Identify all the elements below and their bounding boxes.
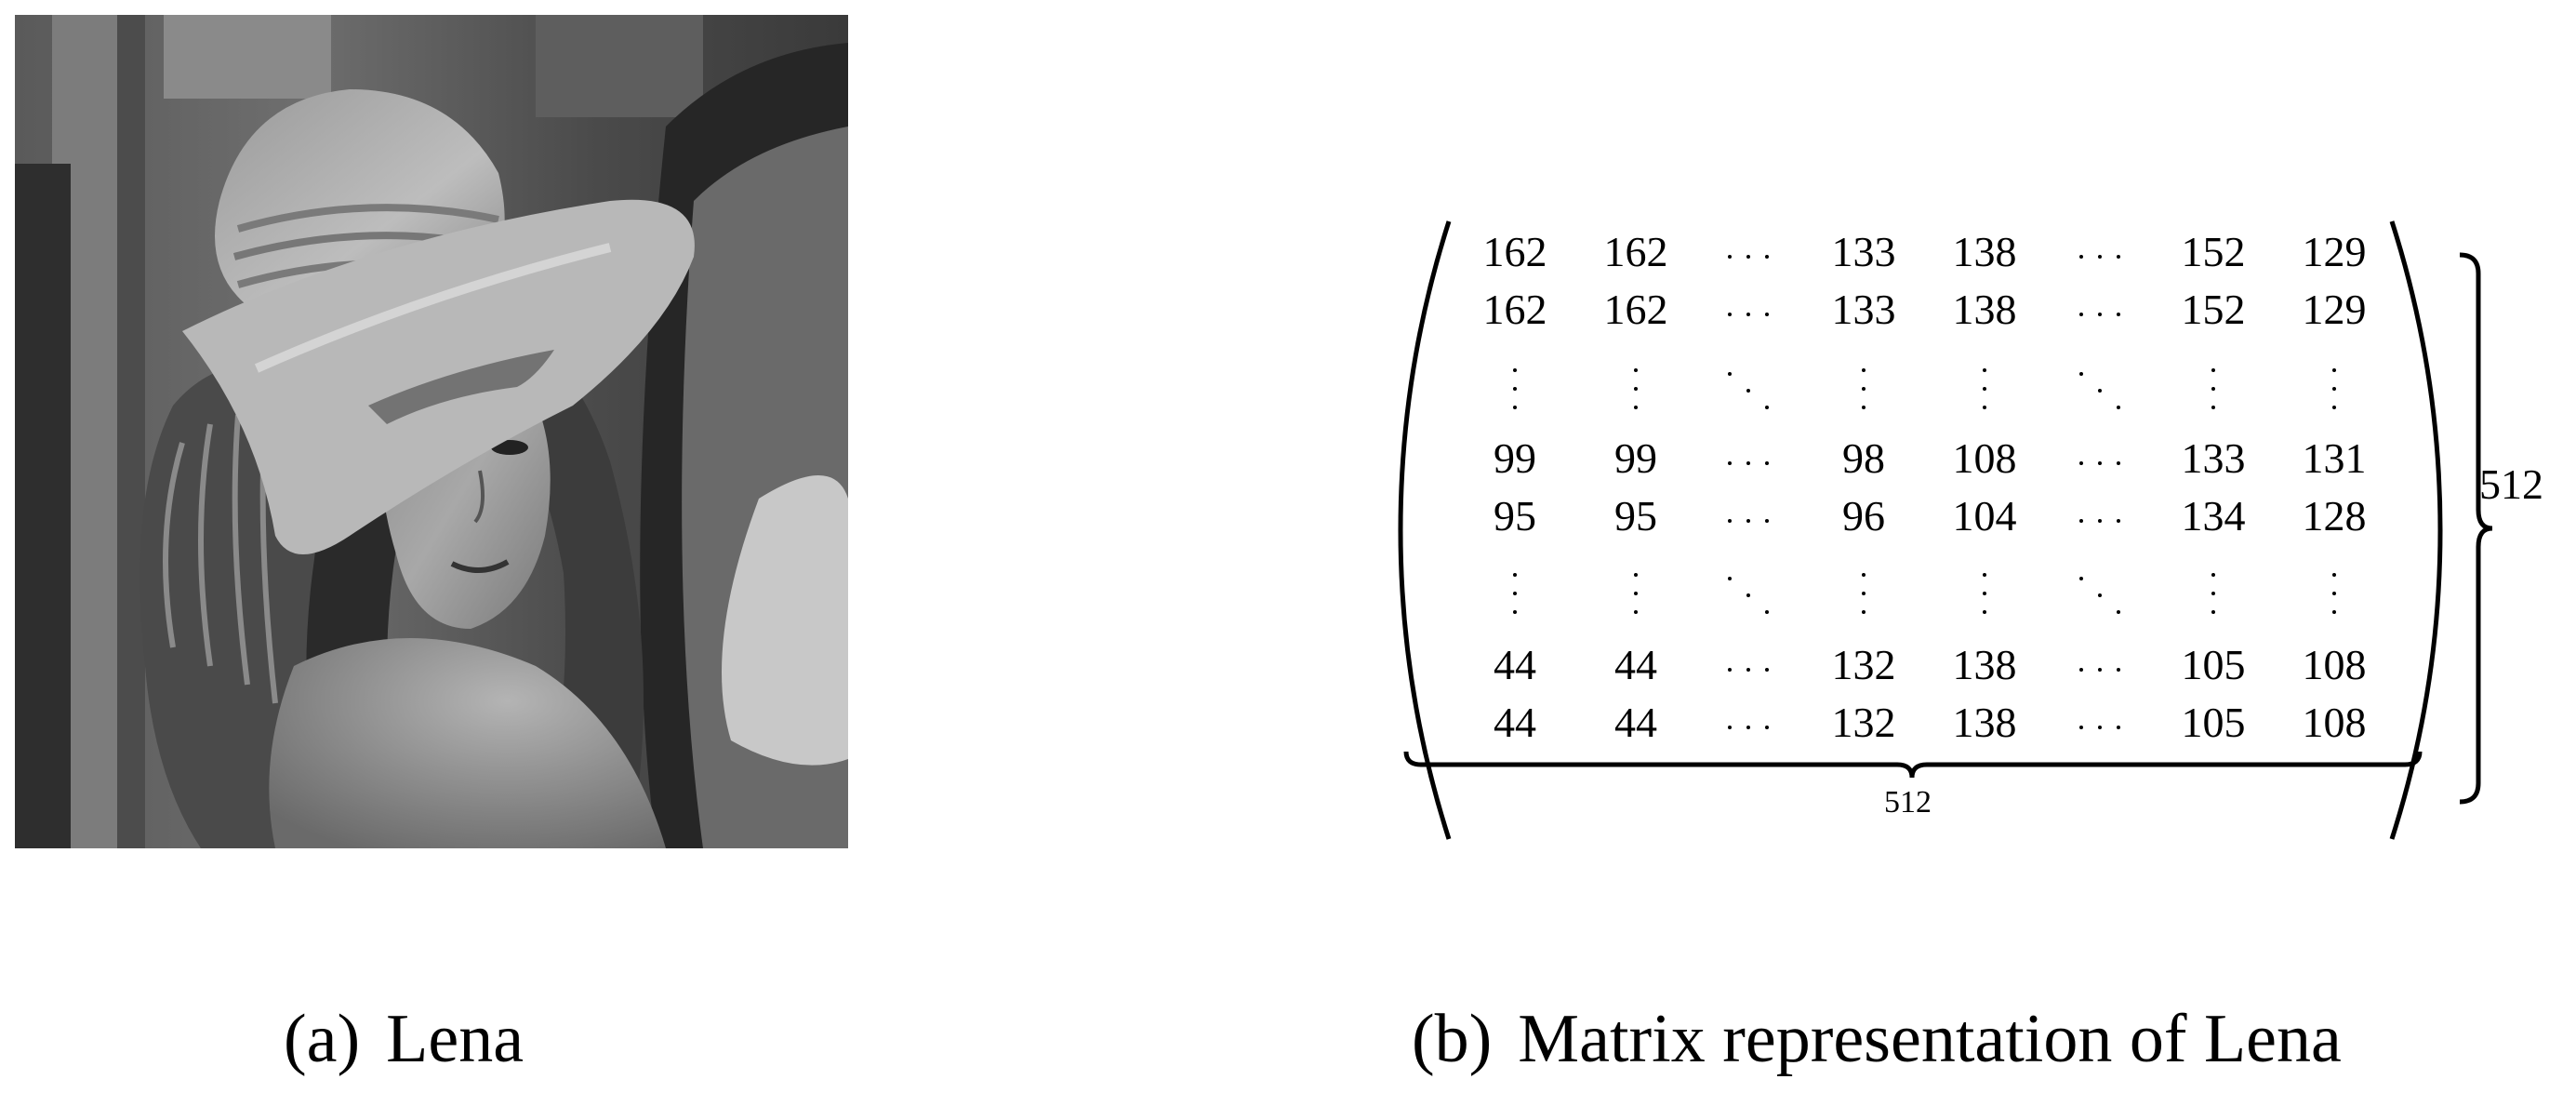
matrix-cell: 129 bbox=[2302, 286, 2367, 333]
row-brace bbox=[2459, 252, 2493, 805]
caption-b: (b)Matrix representation of Lena bbox=[1412, 1005, 2342, 1073]
matrix-cell: 138 bbox=[1952, 699, 2017, 746]
matrix-cell: 152 bbox=[2181, 228, 2246, 275]
caption-b-text: Matrix representation of Lena bbox=[1518, 1001, 2342, 1077]
matrix-vdots bbox=[1627, 569, 1645, 618]
matrix-hdots bbox=[2074, 519, 2126, 525]
matrix-cell: 104 bbox=[1952, 492, 2017, 540]
caption-a-text: Lena bbox=[386, 1001, 524, 1077]
matrix-cell: 133 bbox=[2181, 434, 2246, 482]
matrix-hdots bbox=[2074, 255, 2126, 260]
matrix-cell: 162 bbox=[1603, 228, 1668, 275]
matrix-ddots bbox=[2072, 368, 2128, 413]
matrix-cell: 133 bbox=[1831, 286, 1896, 333]
cols-size-label: 512 bbox=[1884, 785, 1932, 820]
matrix-cell: 98 bbox=[1842, 434, 1885, 482]
matrix-cell: 99 bbox=[1494, 434, 1536, 482]
matrix-cell: 95 bbox=[1494, 492, 1536, 540]
matrix-cell: 108 bbox=[2302, 699, 2367, 746]
matrix-figure: 162 162 133 138 152 129 162 162 133 138 152 129 99 99… bbox=[1395, 214, 2576, 846]
matrix-hdots bbox=[1722, 519, 1774, 525]
matrix-hdots bbox=[1722, 313, 1774, 318]
matrix-cell: 44 bbox=[1614, 641, 1657, 688]
matrix-cell: 99 bbox=[1614, 434, 1657, 482]
matrix-vdots bbox=[1975, 569, 1994, 618]
matrix-ddots bbox=[2072, 573, 2128, 618]
left-parenthesis bbox=[1398, 220, 1452, 840]
matrix-vdots bbox=[1854, 365, 1873, 413]
matrix-cell: 134 bbox=[2181, 492, 2246, 540]
caption-b-tag: (b) bbox=[1412, 1001, 1493, 1077]
matrix-cell: 162 bbox=[1482, 228, 1547, 275]
matrix-cell: 138 bbox=[1952, 286, 2017, 333]
matrix-cell: 44 bbox=[1614, 699, 1657, 746]
matrix-hdots bbox=[1722, 668, 1774, 673]
matrix-cell: 152 bbox=[2181, 286, 2246, 333]
matrix-cell: 138 bbox=[1952, 228, 2017, 275]
matrix-vdots bbox=[1975, 365, 1994, 413]
matrix-vdots bbox=[2325, 569, 2344, 618]
matrix-hdots bbox=[2074, 726, 2126, 731]
lena-photo bbox=[15, 15, 848, 848]
matrix-vdots bbox=[1506, 365, 1524, 413]
matrix-vdots bbox=[2204, 569, 2223, 618]
matrix-cell: 44 bbox=[1494, 641, 1536, 688]
matrix-cell: 105 bbox=[2181, 699, 2246, 746]
matrix-hdots bbox=[1722, 461, 1774, 467]
matrix-brackets bbox=[1398, 220, 2493, 840]
caption-a-tag: (a) bbox=[284, 1001, 361, 1077]
matrix-cell: 96 bbox=[1842, 492, 1885, 540]
matrix-cell: 138 bbox=[1952, 641, 2017, 688]
matrix-cell: 129 bbox=[2302, 228, 2367, 275]
matrix-cell: 108 bbox=[2302, 641, 2367, 688]
matrix-vdots bbox=[1627, 365, 1645, 413]
right-parenthesis bbox=[2389, 220, 2443, 840]
rows-size-label: 512 bbox=[2479, 460, 2543, 508]
matrix-vdots bbox=[1854, 569, 1873, 618]
caption-a: (a)Lena bbox=[284, 1005, 524, 1073]
matrix-cell: 105 bbox=[2181, 641, 2246, 688]
matrix-cell: 95 bbox=[1614, 492, 1657, 540]
column-brace bbox=[1403, 751, 2423, 779]
matrix-vdots bbox=[2204, 365, 2223, 413]
matrix-hdots bbox=[2074, 668, 2126, 673]
matrix-hdots bbox=[2074, 461, 2126, 467]
matrix-cell: 162 bbox=[1482, 286, 1547, 333]
matrix-vdots bbox=[2325, 365, 2344, 413]
matrix-hdots bbox=[1722, 255, 1774, 260]
matrix-cell: 108 bbox=[1952, 434, 2017, 482]
matrix-cell: 128 bbox=[2302, 492, 2367, 540]
matrix-cell: 132 bbox=[1831, 641, 1896, 688]
matrix-ddots bbox=[1720, 573, 1776, 618]
matrix-cell: 131 bbox=[2302, 434, 2367, 482]
matrix-ddots bbox=[1720, 368, 1776, 413]
matrix-vdots bbox=[1506, 569, 1524, 618]
matrix-cell: 44 bbox=[1494, 699, 1536, 746]
matrix-hdots bbox=[2074, 313, 2126, 318]
matrix-cell: 132 bbox=[1831, 699, 1896, 746]
matrix-cell: 162 bbox=[1603, 286, 1668, 333]
matrix-cell: 133 bbox=[1831, 228, 1896, 275]
matrix-hdots bbox=[1722, 726, 1774, 731]
